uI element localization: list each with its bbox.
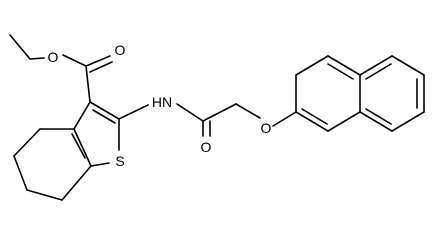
thiophene-sulfur-label: S — [115, 153, 124, 169]
bond-ethyl-ch3 — [9, 34, 31, 60]
bond-thiophene-c3-c2-inner — [92, 109, 116, 124]
bond-ester-carbonyl — [85, 55, 111, 67]
bond-nh-carbonyl — [176, 103, 204, 122]
bond-naph-c2-c1-inner — [301, 108, 328, 125]
amide-nitrogen-label: HN — [152, 94, 172, 110]
bond-naph-c8-c7 — [391, 111, 425, 132]
bond-carbonyl-ch2 — [202, 103, 237, 122]
bond-thiophene-c3-c2 — [89, 101, 120, 120]
bond-ester-o-carbon — [62, 54, 87, 67]
bond-c2-nh — [118, 104, 149, 120]
bond-ester-carbonyl-second — [89, 61, 113, 73]
bond-thiophene-c7a-c3a — [73, 128, 92, 167]
bond-cyclohex-c4-c5 — [13, 128, 41, 157]
bond-ch2-ether-o — [235, 103, 261, 119]
bond-naph-c6-c5 — [391, 55, 425, 76]
bond-ether-o-naphthyl — [272, 111, 297, 127]
bond-cyclohex-c6-c7 — [26, 189, 63, 201]
atom-label-layer: O O S HN O O — [48, 42, 272, 169]
ester-carbonyl-oxygen-label: O — [115, 42, 126, 58]
bond-ester-to-ring — [85, 65, 91, 103]
bond-thiophene-s-c7a — [90, 162, 110, 167]
bond-naph-c8a-c8-inner — [365, 108, 392, 125]
bond-naph-c4a-c4-inner — [327, 63, 354, 80]
bond-cyclohex-c7-c7a — [61, 165, 92, 201]
structure-canvas: O O S HN O O — [9, 34, 425, 201]
bond-naph-c5-c4a — [359, 55, 393, 76]
ether-oxygen-label: O — [261, 120, 272, 136]
amide-carbonyl-oxygen-label: O — [201, 139, 212, 155]
bond-thiophene-c3a-c3 — [73, 101, 91, 130]
molecule-structure: O O S HN O O — [9, 34, 425, 201]
bond-cyclohex-c5-c6 — [13, 155, 28, 191]
bond-thiophene-c7a-c3a-inner — [71, 133, 86, 159]
bond-naph-c8a-c8 — [359, 111, 393, 132]
bond-naph-c4-c3 — [295, 55, 329, 76]
bond-naph-c2-c1 — [295, 111, 329, 132]
ester-ether-oxygen-label: O — [48, 49, 59, 65]
bond-naph-c5-c4a-inner — [365, 63, 392, 80]
bond-naph-c4a-c4 — [327, 55, 361, 76]
bond-naph-c1-c8a — [327, 111, 361, 132]
bond-layer — [9, 34, 425, 201]
bond-ethyl-ch2-o — [29, 57, 45, 60]
